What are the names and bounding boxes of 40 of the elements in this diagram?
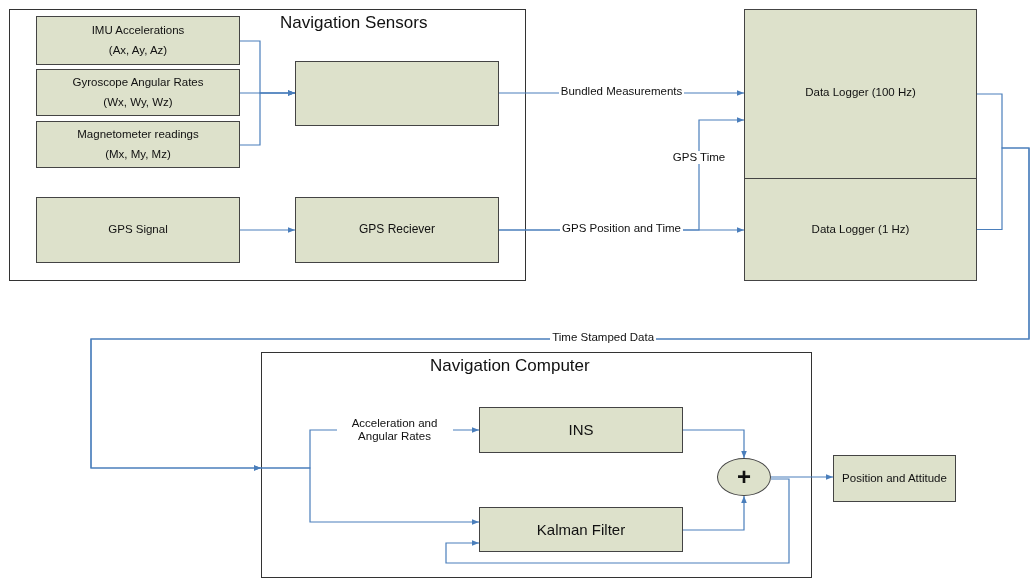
process-box	[295, 61, 499, 126]
process-box	[479, 507, 683, 552]
group-panel	[261, 352, 812, 578]
box-label: (Wx, Wy, Wz)	[103, 95, 173, 109]
edge-label: Acceleration and Angular Rates	[336, 416, 453, 444]
process-box	[833, 455, 956, 502]
box-label: INS	[568, 421, 594, 439]
connector-arrow	[260, 467, 480, 525]
box-label: Data Logger (1 Hz)	[811, 222, 910, 237]
connector-arrow	[682, 495, 747, 531]
box-label: GPS Reciever	[359, 223, 435, 237]
box-label: Gyroscope Angular Rates	[72, 76, 204, 90]
panel-title: Navigation Sensors	[280, 13, 428, 33]
group-panel	[9, 9, 526, 281]
connector-arrow	[239, 90, 296, 146]
connector-arrow	[682, 429, 747, 459]
process-box	[36, 16, 240, 65]
connector-arrow	[445, 478, 790, 564]
box-label: GPS Signal	[108, 223, 168, 237]
panel-title: Navigation Computer	[430, 356, 590, 376]
box-label: (Mx, My, Mz)	[105, 147, 171, 161]
connector-arrow	[770, 474, 834, 480]
process-box	[295, 197, 499, 263]
box-label: Data Logger (100 Hz)	[805, 86, 916, 100]
box-label: Position and Attitude	[842, 471, 947, 486]
process-box	[36, 121, 240, 168]
process-box	[36, 197, 240, 263]
connector-arrow	[239, 227, 296, 233]
box-label: Magnetometer readings	[77, 128, 199, 142]
process-box	[479, 407, 683, 453]
process-box	[744, 178, 977, 281]
summing-junction	[717, 458, 771, 496]
box-label: (Ax, Ay, Az)	[108, 43, 168, 58]
plus-sign: +	[737, 463, 751, 491]
edge-label: GPS Time	[670, 150, 728, 164]
box-label: IMU Accelerations	[91, 23, 185, 38]
process-box	[744, 9, 977, 179]
box-label: Kalman Filter	[536, 520, 626, 539]
process-box	[36, 69, 240, 116]
edge-label: Time Stamped Data	[550, 331, 657, 345]
